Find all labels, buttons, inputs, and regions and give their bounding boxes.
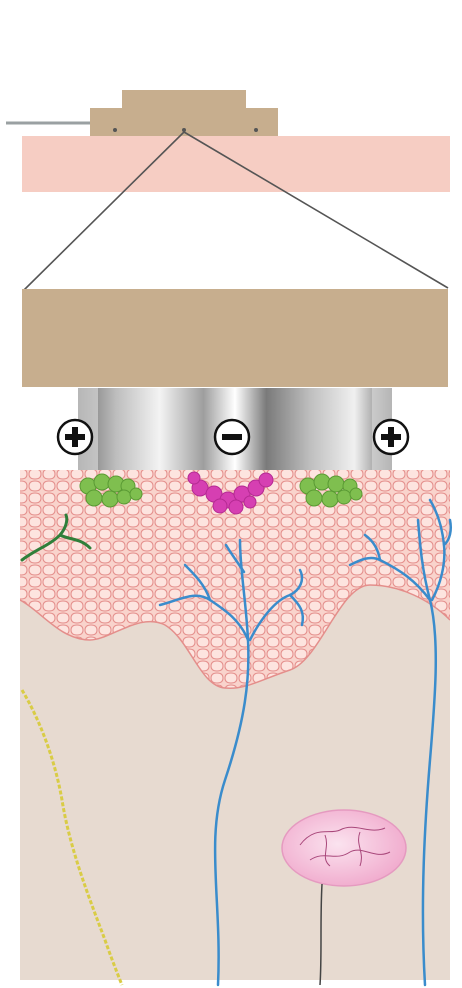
device-body-enlarged xyxy=(22,289,448,387)
device-contact xyxy=(113,128,117,132)
device-contact xyxy=(254,128,258,132)
top-device xyxy=(6,90,450,192)
polarity-sign-left xyxy=(58,420,92,454)
polarity-sign-center xyxy=(215,420,249,454)
skin-surface xyxy=(22,136,450,192)
device-contact xyxy=(182,128,186,132)
polarity-sign-right xyxy=(374,420,408,454)
